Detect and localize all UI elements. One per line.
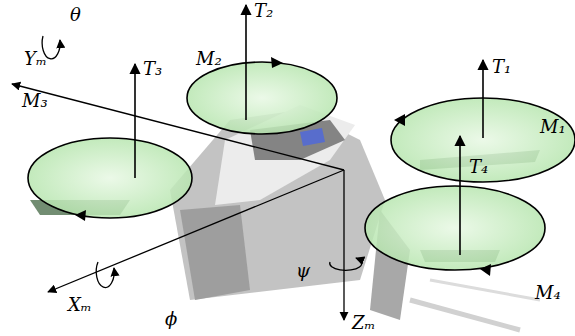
axis-label: ψ <box>296 262 310 280</box>
axis-label: θ <box>70 6 81 24</box>
rotor-discs <box>28 62 575 270</box>
axis-label: M₃ <box>22 92 48 110</box>
body-axes <box>12 84 344 320</box>
axis-label: M₄ <box>535 284 561 302</box>
axis-label: ϕ <box>165 310 177 328</box>
axis-label: Yₘ <box>24 50 47 68</box>
axis-label: M₂ <box>196 50 222 68</box>
axis-label: M₁ <box>540 118 566 136</box>
rotation-symbols <box>42 36 362 288</box>
axis-label: Xₘ <box>68 296 92 314</box>
spin-arrows <box>75 57 491 276</box>
axis-label: T₄ <box>469 158 488 176</box>
axis-label: Zₘ <box>352 314 376 332</box>
axis-label: T₃ <box>143 60 162 78</box>
axis-label: T₂ <box>254 2 273 20</box>
axis-label: T₁ <box>492 58 511 76</box>
